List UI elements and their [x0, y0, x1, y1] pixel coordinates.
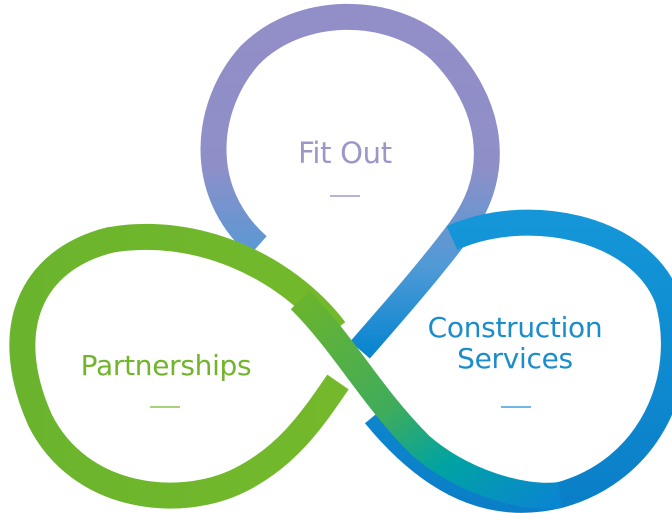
partnerships-divider	[150, 406, 180, 408]
crossing-band	[290, 290, 562, 509]
partnerships-label: Partnerships	[66, 349, 266, 382]
fit-out-loop	[200, 3, 500, 359]
construction-services-line1: Construction	[427, 311, 603, 344]
partnerships-loop	[9, 223, 349, 509]
construction-services-line2: Services	[457, 342, 573, 376]
construction-services-label: Construction Services	[415, 312, 615, 375]
fit-out-divider	[330, 195, 360, 197]
construction-services-divider	[501, 406, 531, 408]
partnerships-text: Partnerships	[80, 349, 252, 382]
fit-out-text: Fit Out	[298, 136, 392, 170]
fit-out-label: Fit Out	[260, 136, 430, 170]
